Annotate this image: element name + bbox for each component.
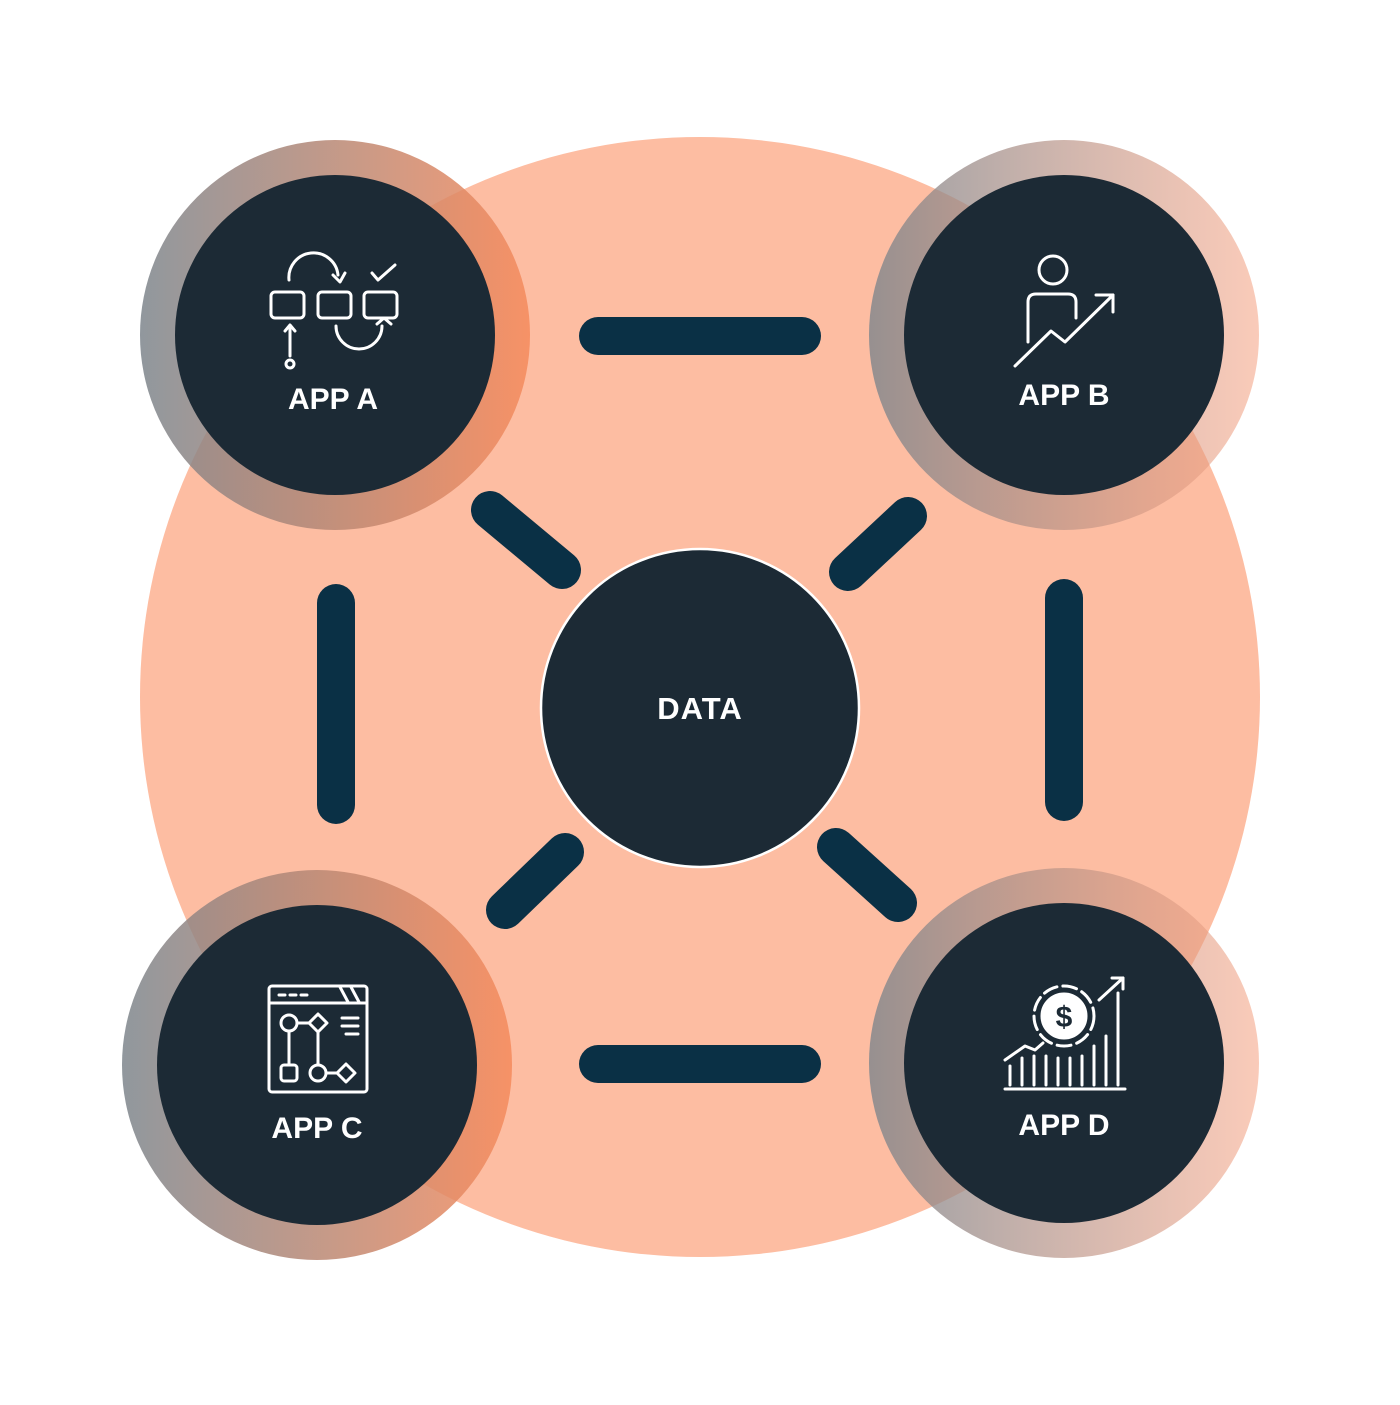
app-d-label: APP D [1018,1109,1109,1142]
node-app-d[interactable]: $ APP D [869,868,1259,1258]
workflow-process-icon [269,251,399,370]
connector-b-data [829,497,927,591]
node-app-b[interactable]: APP B [869,140,1259,530]
app-a-label: APP A [288,383,378,416]
flowchart-window-icon [267,984,369,1094]
connector-a-data [471,491,581,589]
person-growth-icon [1013,254,1115,368]
node-app-c[interactable]: APP C [122,870,512,1260]
connector-d-data [817,828,917,922]
app-b-label: APP B [1018,379,1109,412]
center-label: DATA [657,691,743,726]
dollar-growth-chart-icon: $ [1003,976,1127,1091]
center-node-data[interactable]: DATA [539,547,861,869]
svg-text:$: $ [1056,1001,1073,1034]
connectors [317,317,1083,1083]
app-c-label: APP C [271,1112,362,1145]
connector-c-data [486,833,584,929]
node-app-a[interactable]: APP A [140,140,530,530]
